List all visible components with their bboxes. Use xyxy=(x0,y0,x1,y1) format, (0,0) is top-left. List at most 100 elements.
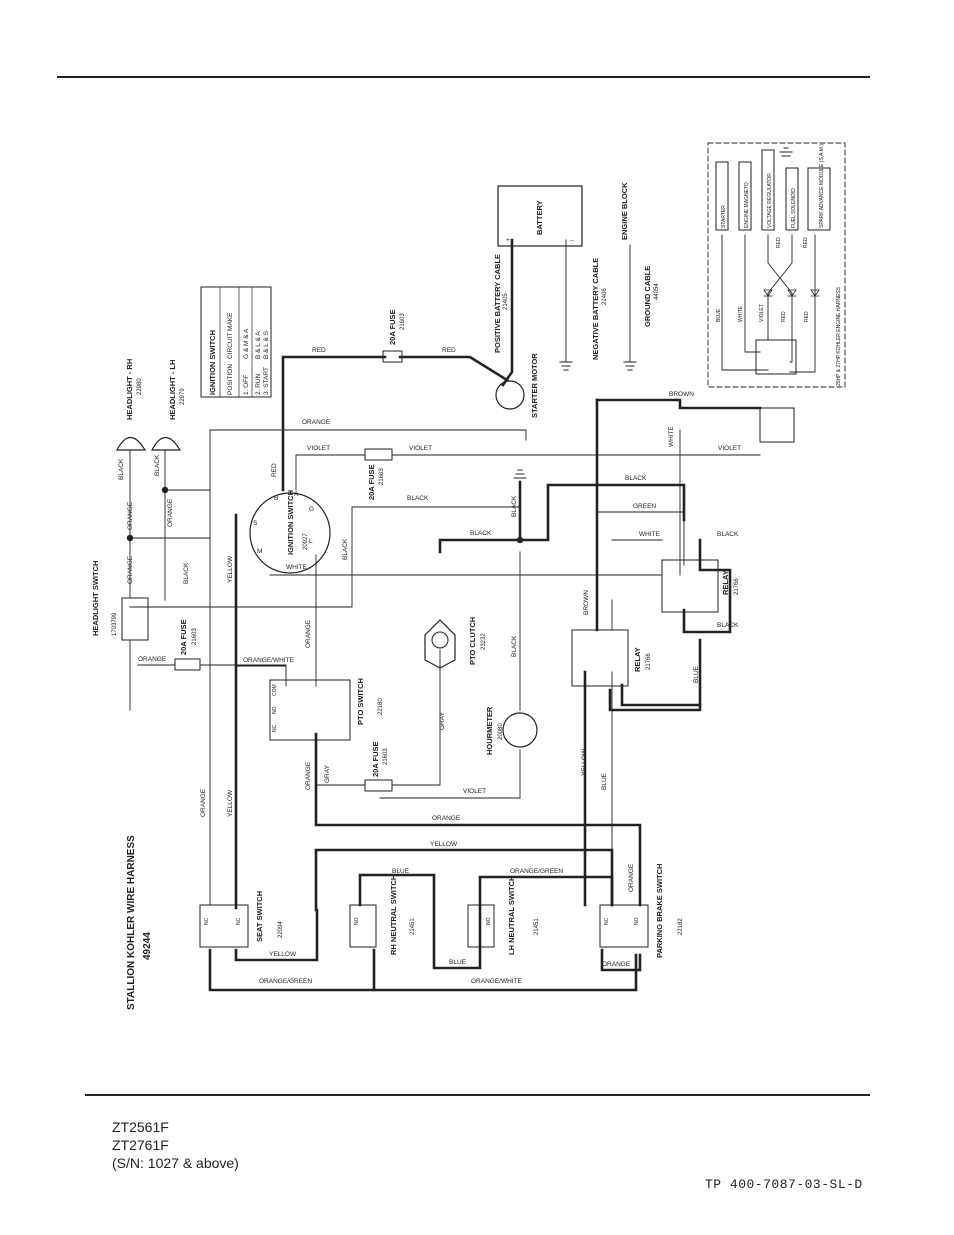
wire-black-4: BLACK xyxy=(717,531,739,538)
harness-part-no: 49244 xyxy=(142,932,153,960)
pos-cable-label: POSITIVE BATTERY CABLE xyxy=(493,254,502,353)
wire-red-2: RED xyxy=(442,347,456,354)
pto-clutch xyxy=(424,619,456,669)
connector-upper xyxy=(759,407,795,443)
lh-neutral-pn: 21451 xyxy=(534,918,540,935)
pb-nc: NC xyxy=(604,917,610,925)
ign-term-b: B xyxy=(274,495,278,502)
wire-violet-2: VIOLET xyxy=(409,445,432,452)
relay-lower xyxy=(571,629,629,687)
wire-blue-1: BLUE xyxy=(392,868,410,875)
ign-table-r2a: 2. RUN xyxy=(255,373,262,395)
wire-black-v3: BLACK xyxy=(183,562,190,584)
rh-neutral-switch xyxy=(349,904,377,948)
ign-table-r3a: 3. START xyxy=(263,367,270,395)
wire-yellow-v2: YELLOW xyxy=(227,789,234,817)
ign-table-h2: CIRCUIT MAKE xyxy=(227,312,234,359)
wire-white-v1: WHITE xyxy=(668,425,675,447)
headlight-switch-label: HEADLIGHT SWITCH xyxy=(91,561,100,636)
pos-cable-pn: 21405 xyxy=(503,293,509,310)
eh-magneto: ENGINE MAGNETO xyxy=(744,182,750,228)
ign-table-r3b: B & L & S xyxy=(263,330,270,359)
wire-yellow-v3: YELLOW xyxy=(581,748,588,776)
fuse-pto xyxy=(364,779,393,792)
wire-red-v: RED xyxy=(271,463,278,477)
hourmeter xyxy=(502,712,538,748)
wire-orange-green-2: ORANGE/GREEN xyxy=(259,978,312,985)
ign-term-g: G xyxy=(309,506,314,513)
wire-white-1: WHITE xyxy=(639,531,661,538)
fuse-violet-label: 20A FUSE xyxy=(367,464,376,500)
pb-no: NO xyxy=(634,917,640,925)
ign-term-l: L xyxy=(309,538,313,545)
pto-term-com: COM xyxy=(272,684,278,696)
engine-harness-label: 25HP & 27HP KOHLER ENGINE HARNESS xyxy=(836,286,842,386)
wire-orange-2: ORANGE xyxy=(138,656,167,663)
bottom-rule xyxy=(85,1094,870,1096)
thin-wires xyxy=(129,234,816,906)
wire-orange-v4: ORANGE xyxy=(305,619,312,648)
lh-no: NO xyxy=(486,917,492,925)
headlight-rh-label: HEADLIGHT - RH xyxy=(125,359,134,420)
wire-red-v2: RED xyxy=(776,237,782,248)
harness-title: STALLION KOHLER WIRE HARNESS xyxy=(126,835,137,1010)
wire-black-1: BLACK xyxy=(407,495,429,502)
ignition-switch xyxy=(249,492,331,574)
fuse-red-pn: 21603 xyxy=(400,313,406,330)
ground-cable-label: GROUND CABLE xyxy=(643,266,652,327)
ignition-table xyxy=(200,286,272,398)
heavy-wires xyxy=(208,238,762,992)
wire-gray-v1: GRAY xyxy=(439,711,446,730)
ign-table-r1b: G & M & A xyxy=(243,328,250,359)
headlight-lh-pn: 22979 xyxy=(180,388,186,405)
wire-black-v2: BLACK xyxy=(154,454,161,476)
wire-orange-v1: ORANGE xyxy=(127,501,134,530)
wire-yellow-2: YELLOW xyxy=(269,951,297,958)
battery-label: BATTERY xyxy=(535,200,544,235)
ignition-switch-label: IGNITION SWITCH xyxy=(286,490,295,555)
headlight-lh-label: HEADLIGHT - LH xyxy=(168,360,177,420)
hourmeter-label: HOURMETER xyxy=(485,706,494,755)
fuse-pto-pn: 21603 xyxy=(383,748,389,765)
fuse-violet-pn: 21603 xyxy=(379,468,385,485)
parking-brake-label: PARKING BRAKE SWITCH xyxy=(655,864,664,958)
wire-orange-1: ORANGE xyxy=(302,419,331,426)
wire-orange-white-2: ORANGE/WHITE xyxy=(471,978,523,985)
rh-no: NO xyxy=(354,917,360,925)
pto-term-no: NO xyxy=(272,706,278,714)
diagram-labels: IGNITION SWITCH POSITION CIRCUIT MAKE 1.… xyxy=(91,144,842,1010)
ign-table-r2b: B & L & A xyxy=(255,331,262,359)
pto-clutch-label: PTO CLUTCH xyxy=(468,617,477,665)
lh-neutral-switch xyxy=(467,904,495,948)
wire-orange-3: ORANGE xyxy=(432,815,461,822)
model-2: ZT2761F xyxy=(112,1137,169,1153)
seat-switch xyxy=(199,904,249,948)
relay-upper-label: RELAY xyxy=(721,570,730,595)
wire-black-v5: BLACK xyxy=(511,495,518,517)
pto-switch-pn: 22180 xyxy=(378,698,384,715)
parking-brake-pn: 22182 xyxy=(678,918,684,935)
wire-black-v1: BLACK xyxy=(118,458,125,480)
seat-nc-1: NC xyxy=(204,917,210,925)
fuse-headlight-label: 20A FUSE xyxy=(179,619,188,655)
ignition-switch-pn: 20927 xyxy=(303,533,309,550)
wire-green-1: GREEN xyxy=(633,503,656,510)
wire-blue-v1: BLUE xyxy=(601,772,608,790)
parking-brake-switch xyxy=(599,904,649,948)
fuse-red-label: 20A FUSE xyxy=(388,309,397,345)
battery-neg: – xyxy=(570,237,574,244)
ign-table-title: IGNITION SWITCH xyxy=(208,330,217,395)
wire-violet-v1: VIOLET xyxy=(759,304,765,322)
model-list: ZT2561F ZT2761F (S/N: 1027 & above) xyxy=(112,1118,239,1172)
neg-cable-pn: 21406 xyxy=(602,288,608,305)
wire-brown-v1: BROWN xyxy=(583,590,590,615)
rh-neutral-label: RH NEUTRAL SWITCH xyxy=(389,875,398,955)
wire-white-v2: WHITE xyxy=(738,305,744,322)
engine-block-label: ENGINE BLOCK xyxy=(620,182,629,240)
relay-lower-label: RELAY xyxy=(633,647,642,672)
wire-orange-4: ORANGE xyxy=(602,961,631,968)
relay-upper-pn: 21766 xyxy=(734,578,740,595)
wire-yellow-1: YELLOW xyxy=(430,841,458,848)
fuse-red xyxy=(382,350,403,363)
wire-blue-v3: BLUE xyxy=(716,308,722,322)
